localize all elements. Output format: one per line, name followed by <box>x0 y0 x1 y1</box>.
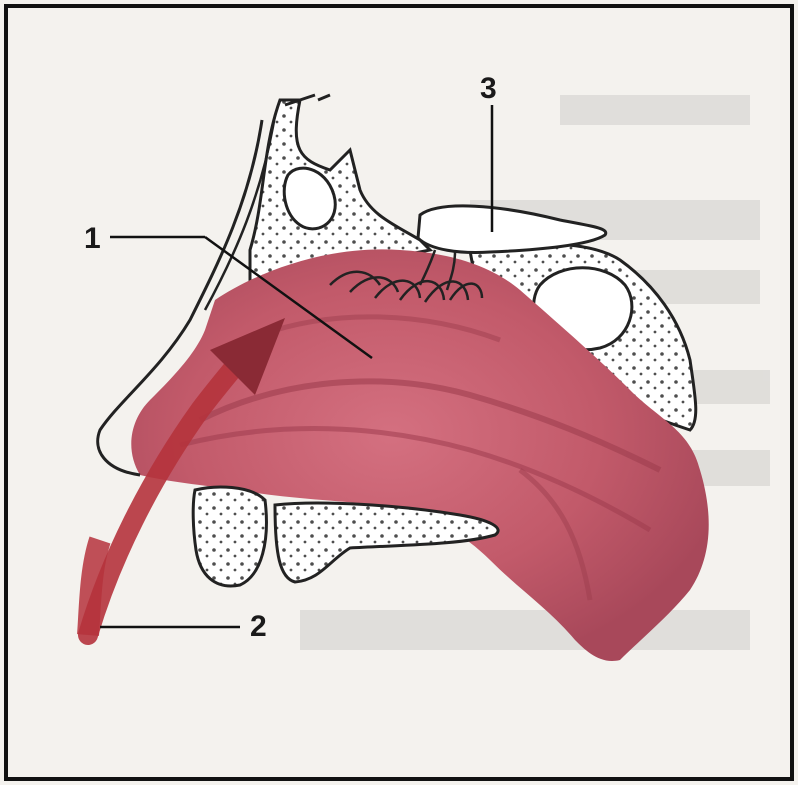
label-3: 3 <box>480 72 497 105</box>
label-1: 1 <box>84 222 101 255</box>
label-2: 2 <box>250 610 267 643</box>
